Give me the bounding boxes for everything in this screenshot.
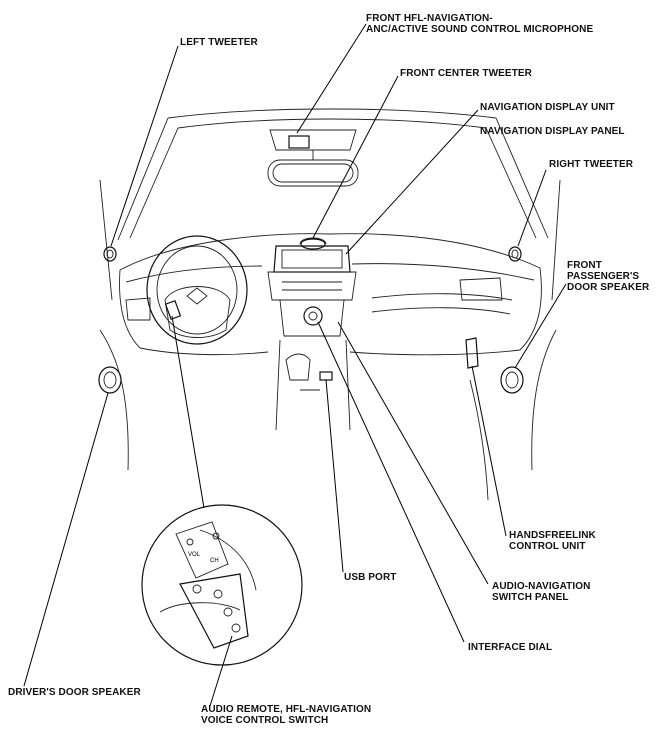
handsfreelink-unit-part [465, 337, 479, 369]
steering-switch [164, 300, 182, 320]
switch-detail-circle: VOL CH [141, 504, 303, 666]
windshield-outline [99, 108, 561, 301]
label-audio-remote-switch: AUDIO REMOTE, HFL-NAVIGATION VOICE CONTR… [201, 704, 372, 726]
door-trims [99, 329, 557, 501]
leader-lines [23, 23, 567, 707]
label-drivers-door-speaker: DRIVER'S DOOR SPEAKER [8, 687, 141, 698]
center-console [275, 339, 351, 431]
center-stack [267, 237, 357, 337]
label-interface-dial: INTERFACE DIAL [468, 642, 553, 653]
label-right-tweeter: RIGHT TWEETER [549, 159, 634, 170]
dashboard-outline [119, 233, 542, 356]
vol-marking: VOL [188, 552, 201, 558]
steering-wheel [146, 235, 248, 345]
label-left-tweeter: LEFT TWEETER [180, 37, 258, 48]
rearview-mirror [267, 159, 359, 187]
ch-marking: CH [210, 558, 219, 564]
overhead-mic-module [269, 129, 357, 160]
label-navigation-display-panel: NAVIGATION DISPLAY PANEL [480, 126, 625, 137]
right-door-speaker-part [500, 366, 524, 394]
label-front-microphone: FRONT HFL-NAVIGATION- ANC/ACTIVE SOUND C… [366, 13, 594, 35]
left-door-speaker-part [98, 366, 122, 394]
label-front-passenger-door-speaker: FRONT PASSENGER'S DOOR SPEAKER [567, 260, 650, 293]
label-handsfreelink: HANDSFREELINK CONTROL UNIT [509, 530, 596, 552]
label-front-center-tweeter: FRONT CENTER TWEETER [400, 68, 532, 79]
label-usb-port: USB PORT [344, 572, 397, 583]
label-navigation-display-unit: NAVIGATION DISPLAY UNIT [480, 102, 615, 113]
left-tweeter-part [103, 246, 117, 262]
label-audio-navigation-switch-panel: AUDIO-NAVIGATION SWITCH PANEL [492, 581, 591, 603]
right-tweeter-part [508, 246, 522, 262]
